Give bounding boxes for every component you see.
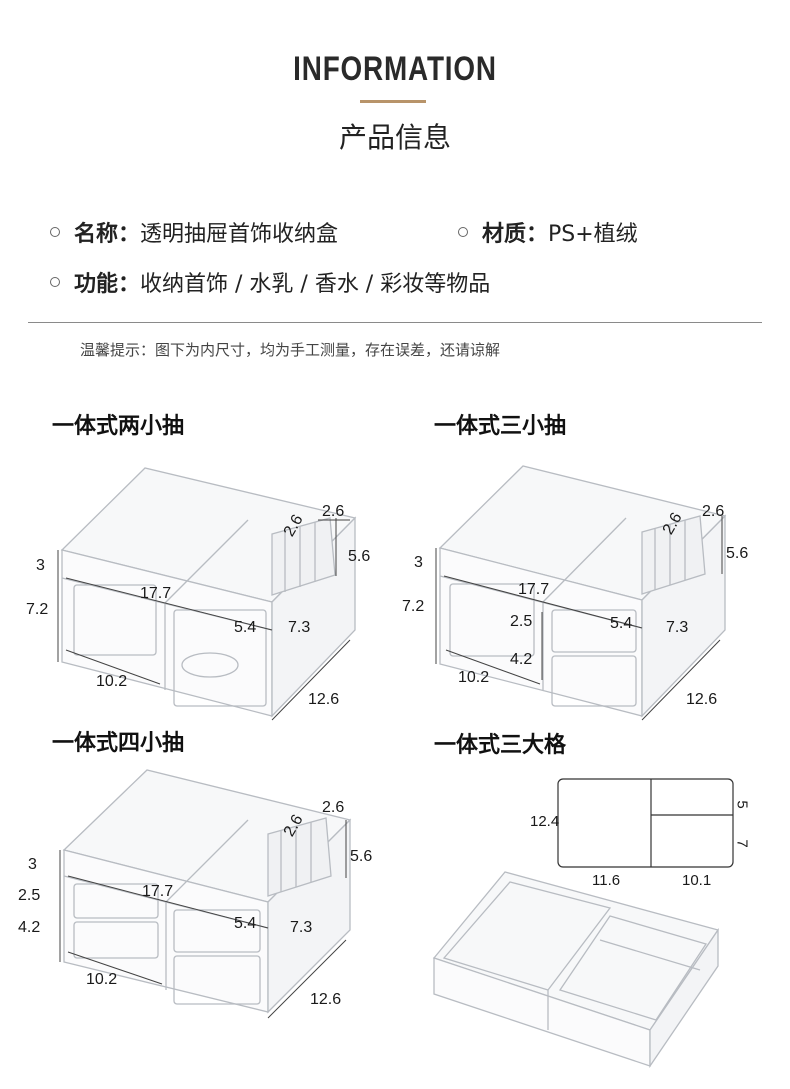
page-title-en: INFORMATION <box>293 50 497 88</box>
product-title-three-drawer: 一体式三小抽 <box>434 414 567 439</box>
dim-four-inner-d: 7.3 <box>290 919 313 936</box>
dim-two-h-top: 3 <box>36 557 45 574</box>
info-function-key: 功能： <box>74 272 141 297</box>
dim-four-length: 17.7 <box>142 883 174 900</box>
info-function-row: 功能： 收纳首饰 / 水乳 / 香水 / 彩妆等物品 <box>50 266 490 298</box>
product-title-four-drawer: 一体式四小抽 <box>52 731 185 756</box>
dim-four-h-top: 3 <box>28 856 37 873</box>
dim-two-h-main: 7.2 <box>26 601 49 618</box>
bullet-icon <box>50 277 60 287</box>
bullet-icon <box>50 227 60 237</box>
dim-three-drawer-2: 4.2 <box>510 651 533 668</box>
bullet-icon <box>458 227 468 237</box>
info-name-key: 名称： <box>74 222 141 247</box>
product-title-three-compartment: 一体式三大格 <box>434 733 567 758</box>
dim-three-front-w: 10.2 <box>458 669 490 686</box>
dim-compartment-w-left: 11.6 <box>592 872 621 889</box>
info-function-value: 收纳首饰 / 水乳 / 香水 / 彩妆等物品 <box>140 272 491 297</box>
dim-compartment-height: 12.4 <box>530 813 560 830</box>
dim-three-drawer-1: 2.5 <box>510 613 533 630</box>
measurement-tip: 温馨提示：图下为内尺寸，均为手工测量，存在误差，还请谅解 <box>80 341 501 359</box>
dim-two-front-w: 10.2 <box>96 673 128 690</box>
dim-compartment-h-lower: 7 <box>733 839 751 848</box>
dim-four-drawer-2: 4.2 <box>18 919 41 936</box>
dim-compartment-w-right: 10.1 <box>682 872 712 889</box>
dim-three-h-top: 3 <box>414 554 423 571</box>
dim-four-drawer-1: 2.5 <box>18 887 41 904</box>
info-material-row: 材质： PS+植绒 <box>458 216 638 248</box>
dim-three-depth: 12.6 <box>686 691 718 708</box>
dim-three-h-main: 7.2 <box>402 598 425 615</box>
title-underline <box>360 100 426 103</box>
dim-four-front-w: 10.2 <box>86 971 118 988</box>
dim-two-slot-b: 2.6 <box>322 503 345 520</box>
section-divider <box>28 322 762 323</box>
dim-three-inner-w: 5.4 <box>610 615 633 632</box>
info-name-row: 名称： 透明抽屉首饰收纳盒 <box>50 216 338 248</box>
product-title-two-drawer: 一体式两小抽 <box>52 414 185 439</box>
dim-two-slot-h: 5.6 <box>348 548 371 565</box>
dim-three-slot-b: 2.6 <box>702 503 725 520</box>
info-material-key: 材质： <box>482 222 549 247</box>
dim-two-length: 17.7 <box>140 585 172 602</box>
info-material-value: PS+植绒 <box>548 222 638 247</box>
dim-two-depth: 12.6 <box>308 691 340 708</box>
dim-three-inner-d: 7.3 <box>666 619 689 636</box>
dim-four-inner-w: 5.4 <box>234 915 257 932</box>
dim-two-inner-w: 5.4 <box>234 619 257 636</box>
dim-two-inner-d: 7.3 <box>288 619 311 636</box>
dim-compartment-h-upper: 5 <box>733 800 751 809</box>
dim-four-slot-b: 2.6 <box>322 799 345 816</box>
dim-three-slot-h: 5.6 <box>726 545 749 562</box>
dim-four-slot-h: 5.6 <box>350 848 373 865</box>
page-title-cn: 产品信息 <box>338 121 451 154</box>
dim-four-depth: 12.6 <box>310 991 342 1008</box>
compartment-plan-outline <box>557 778 734 868</box>
info-name-value: 透明抽屉首饰收纳盒 <box>140 222 339 247</box>
dim-three-length: 17.7 <box>518 581 550 598</box>
